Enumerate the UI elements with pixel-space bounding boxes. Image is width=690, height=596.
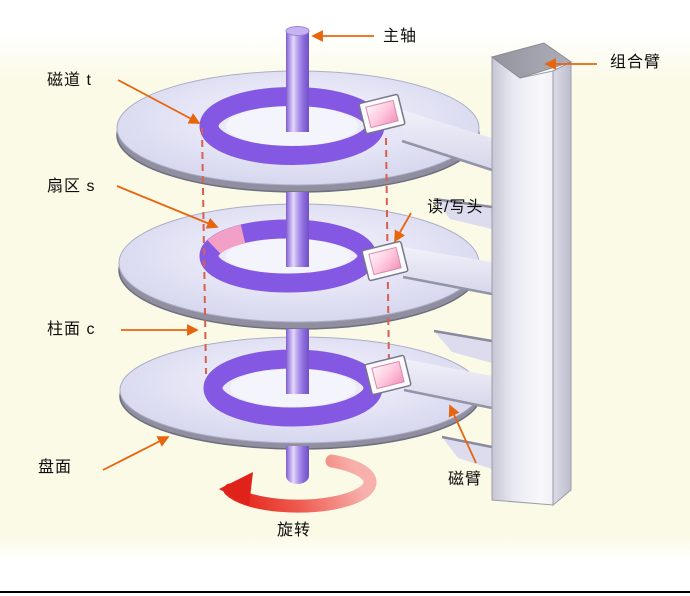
label-track: 磁道 t [47,72,92,89]
cylinder-dashed-lines [201,127,390,375]
label-rotation: 旋转 [277,522,312,539]
platter-arrow [102,436,170,471]
actuator-front-face [491,56,554,506]
label-spindle: 主轴 [383,28,418,45]
label-arrows [102,30,597,471]
spindle-shaft [285,26,310,484]
arm-arrow [448,404,477,464]
cylinder-dash-left [201,127,207,375]
bottom-rule [0,591,690,593]
label-disk-arm: 磁臂 [448,471,483,488]
arm-middle [403,247,492,294]
sector-highlight [207,224,246,255]
label-sector: 扇区 s [47,178,96,195]
rotation-arrow [219,454,377,513]
arm-under-top [434,199,492,229]
label-platter-surface: 盘面 [38,459,73,476]
rotation-arrowhead [219,472,253,506]
arm-top [402,110,492,170]
label-cylinder: 柱面 c [47,321,96,338]
arm-bottom [404,359,492,408]
rw-head-bottom [364,354,412,396]
read-write-heads [358,93,412,396]
cylinder-dash-right [385,137,390,371]
actuator-top-face [490,42,573,79]
spindle-top-cap [285,26,310,36]
label-actuator-assembly: 组合臂 [610,54,662,71]
rw-head-middle [361,240,409,282]
sector-arrow [116,185,219,229]
track-arrow [117,79,201,124]
label-read-write-head: 读/写头 [427,199,484,216]
disk-arms [401,110,493,469]
head-arrow [394,212,412,243]
rw-head-top [358,93,406,135]
actuator-column [490,42,573,507]
actuator-side-face [552,61,572,507]
